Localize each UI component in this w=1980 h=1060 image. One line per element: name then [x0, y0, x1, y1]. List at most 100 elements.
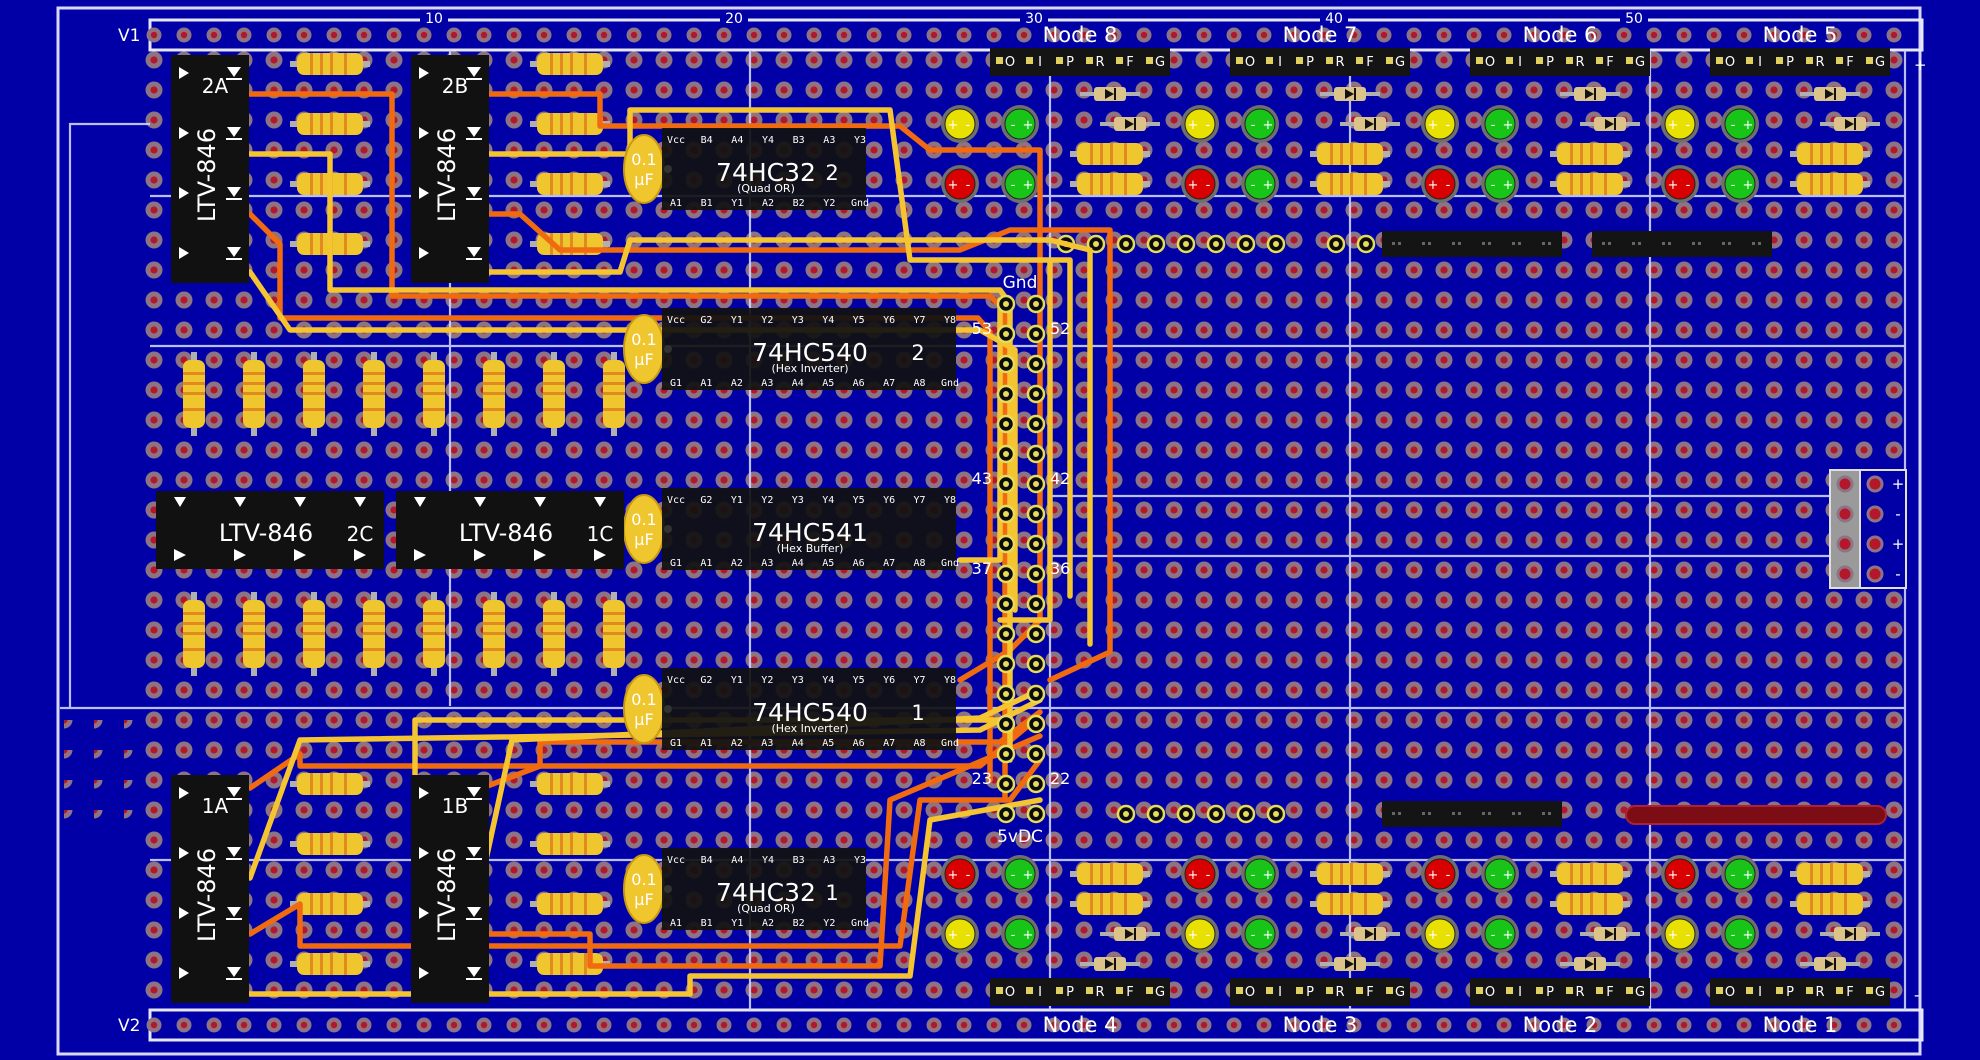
ic-pin-label: A7: [883, 558, 895, 569]
resistor-band: [1330, 143, 1333, 165]
resistor-band: [570, 833, 573, 855]
ic-index: 1: [825, 881, 838, 905]
rail-hole: [1380, 1021, 1388, 1029]
resistor: [530, 833, 610, 855]
diode-bar: [1614, 928, 1616, 940]
diode-symbol: [1585, 959, 1594, 969]
led: +-: [941, 855, 979, 893]
connector-vcc-label: 5vDC: [997, 827, 1043, 847]
socket-hole: [1548, 812, 1551, 815]
ic-pin-label: Y5: [853, 675, 865, 686]
rail-hole: [1470, 31, 1478, 39]
led-polarity-mark: +: [948, 178, 959, 193]
header-pin-label: O: [1005, 55, 1015, 70]
ic-pin-label: A4: [792, 558, 804, 569]
led-polarity-mark: +: [1188, 868, 1199, 883]
rail-hole: [750, 1021, 758, 1029]
header-body: [990, 978, 1170, 1006]
led-polarity-mark: -: [1446, 178, 1451, 193]
resistor-band: [560, 953, 563, 975]
node-label-7: Node 7: [1283, 23, 1358, 47]
resistor-band: [603, 392, 625, 395]
connector-pin-center: [1033, 391, 1039, 397]
ic-index: 2: [825, 161, 838, 185]
resistor-band: [1820, 173, 1823, 195]
resistor-band: [243, 408, 265, 411]
power-terminal[interactable]: +-+-: [1829, 469, 1907, 589]
resistor-band: [584, 113, 587, 135]
header-pin-label: G: [1875, 55, 1885, 70]
ic-pin-label: A3: [823, 855, 835, 866]
led-body: [1664, 168, 1696, 200]
opto-diode-icon: [467, 907, 481, 917]
terminal-polarity: -: [1895, 565, 1900, 583]
rail-hole: [540, 1021, 548, 1029]
rail-hole: [330, 1021, 338, 1029]
led-body: [1244, 918, 1276, 950]
diode-bar: [1834, 88, 1836, 100]
resistor-band: [584, 893, 587, 915]
header-pin-label: I: [1518, 985, 1522, 1000]
ic-notch: [664, 705, 672, 713]
rail-hole: [480, 1021, 488, 1029]
capacitor-0.1uF: 0.1µF: [623, 674, 665, 744]
opto-transistor-icon: [179, 187, 189, 199]
rail-hole: [270, 31, 278, 39]
socket-hole: [1452, 242, 1455, 245]
diode-bar: [1134, 118, 1136, 130]
resistor-band: [560, 893, 563, 915]
header-pin: [1296, 57, 1303, 64]
opto-diode-icon: [227, 787, 241, 797]
connector-number-left: 37: [972, 559, 992, 578]
ic-pin-label: Vcc: [667, 315, 685, 326]
resistor-band: [344, 113, 347, 135]
header-pin-label: R: [1575, 985, 1584, 1000]
resistor-band: [570, 953, 573, 975]
header-pin-label: I: [1038, 55, 1042, 70]
ic-pin-label: A1: [700, 738, 712, 749]
ic-body: [662, 668, 956, 750]
diode-symbol: [1125, 119, 1134, 129]
ic-pin-label: Vcc: [667, 675, 685, 686]
opto-body: [156, 491, 384, 569]
terminal-polarity: +: [1892, 535, 1905, 553]
resistor: [1790, 173, 1870, 195]
resistor: [1790, 863, 1870, 885]
resistor-band: [1570, 863, 1573, 885]
led: -+: [1481, 105, 1519, 143]
resistor-band: [1110, 143, 1113, 165]
led-body: [1724, 168, 1756, 200]
ic-pin-label: Y8: [944, 675, 956, 686]
led-body: [1004, 168, 1036, 200]
header-pin-label: P: [1786, 55, 1794, 70]
resistor-band: [1590, 893, 1593, 915]
header-pin: [1326, 987, 1333, 994]
ic-pin-label: A2: [731, 378, 743, 389]
rail-hole: [1200, 31, 1208, 39]
header-pin-label: F: [1606, 55, 1613, 70]
resistor: [530, 113, 610, 135]
connector-number-right: 36: [1050, 559, 1070, 578]
led-body: [1664, 858, 1696, 890]
capacitor-unit: µF: [634, 530, 653, 549]
opto-transistor-icon: [419, 187, 429, 199]
led-polarity-mark: +: [1503, 118, 1514, 133]
resistor-band: [1364, 173, 1367, 195]
rail-hole: [900, 31, 908, 39]
rail-hole: [1590, 1021, 1598, 1029]
resistor: [1790, 893, 1870, 915]
rail-hole: [630, 31, 638, 39]
column-marker: 10: [425, 11, 443, 27]
capacitor-0.1uF: 0.1µF: [623, 314, 665, 384]
opto-transistor-icon: [179, 787, 189, 799]
resistor-band: [543, 372, 565, 375]
rail-hole: [210, 1021, 218, 1029]
